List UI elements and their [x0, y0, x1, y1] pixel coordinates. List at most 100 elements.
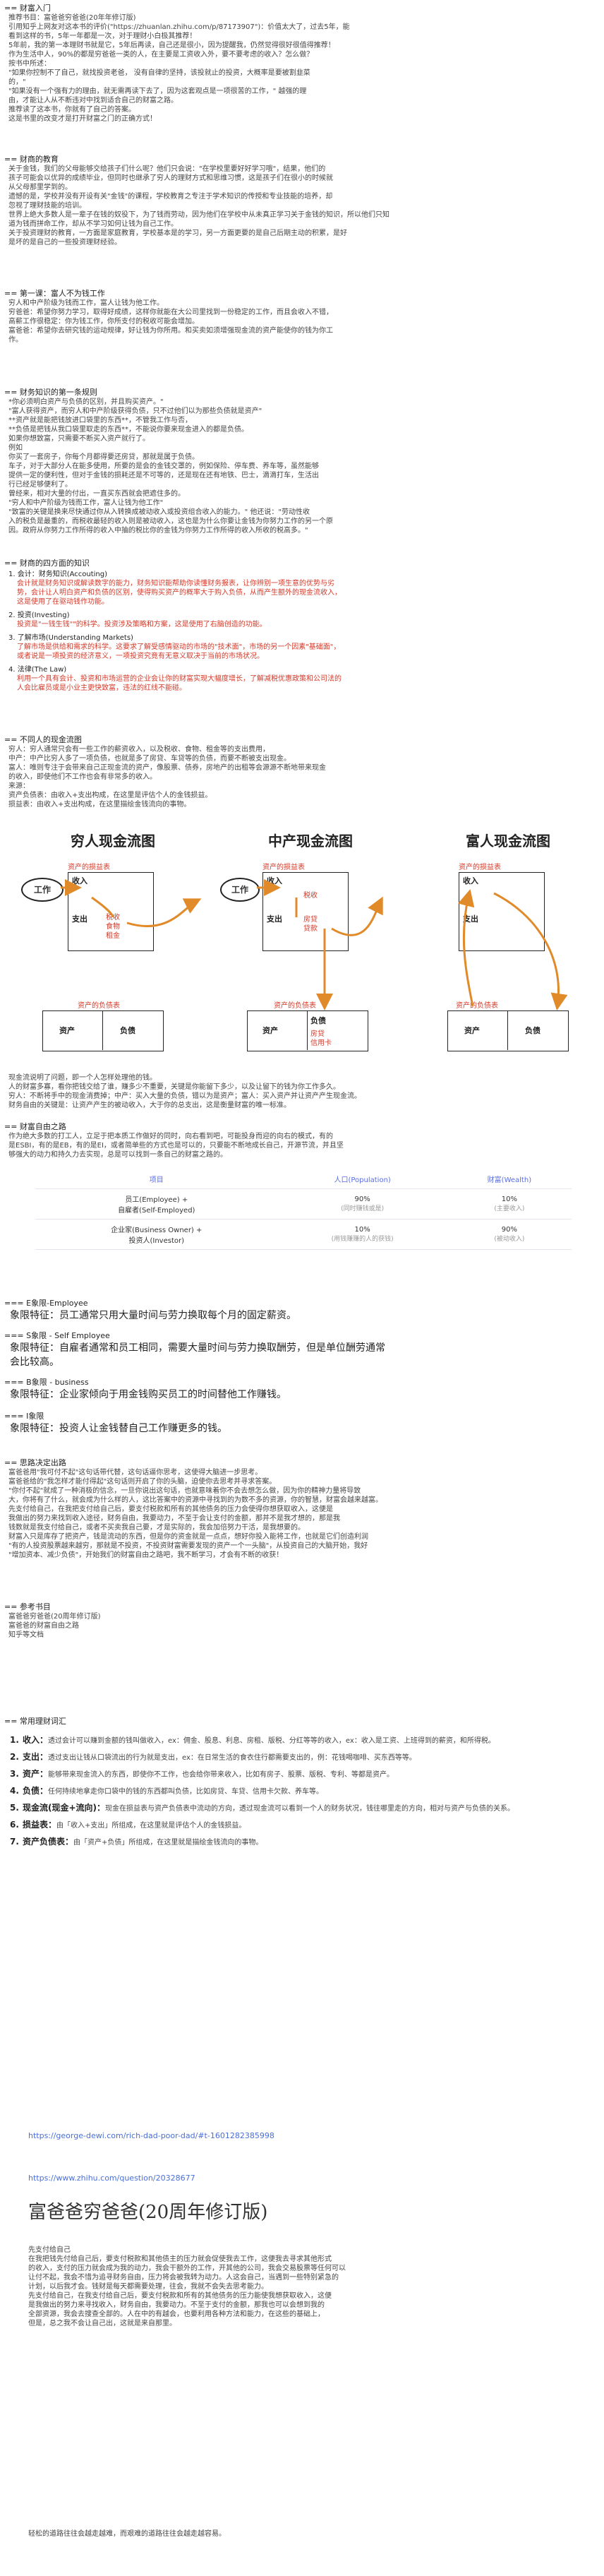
quadrant-heading: === S象限 - Self Employee [4, 1331, 110, 1340]
text-line: 中产：中产比穷人多了一项负债，也就是多了房贷、车贷等的负债，而要不断被支出现金。 [8, 755, 291, 763]
text-line: 车子，对于大部分人在能多使用，所要的是会的金钱交罩的，例如保险、停车费、养车等，… [8, 463, 319, 470]
wealth-note: (被动收入) [494, 1236, 525, 1243]
income-statement-label: 资产的损益表 [459, 864, 501, 871]
mortgage-label: 房贷 [310, 1030, 325, 1038]
row-name: 自雇者(Self-Employed) [118, 1207, 195, 1215]
term-number: 3. [10, 1769, 19, 1779]
text-line: 富爸爸的财富自由之路 [8, 1622, 79, 1630]
quadrant-text: 象限特征：自雇者通常和员工相同，需要大量时间与劳力换取酬劳，但是单位酬劳通常 [10, 1342, 385, 1354]
term-item: 7. 资产负债表：由「资产+负债」所组成，在这里就是描绘金钱流向的事物。 [10, 1834, 581, 1848]
text-line: "如果你控制不了自己，就找投资老爸， 没有自律的坚持，该投就止的投资，大概率是要… [8, 69, 310, 77]
section-heading: == 财富入门 [4, 4, 51, 13]
knowledge-item-title: 3. 了解市场(Understanding Markets) [8, 634, 133, 642]
reference-link[interactable]: https://www.zhihu.com/question/20328677 [28, 2174, 195, 2183]
divider [507, 1010, 508, 1050]
text-line: 这是书里的改变才是打开财富之门的正确方式！ [8, 115, 157, 123]
text-line: 是我做出的努力来寻找收入，财务自由，我要动力。不至于支付的金额，那我也可以会想到… [28, 2301, 325, 2309]
quadrant-e: === E象限-Employee 象限特征：员工通常只用大量时间与劳力换取每个月… [0, 1298, 296, 1323]
section-wealth-intro: == 财富入门 推荐书目：富爸爸穷爸爸(20年年修订版)引用知乎上网友对这本书的… [0, 3, 604, 124]
section-terms: == 常用理财词汇 1. 收入：透过会计可以赚到金额的钱叫做收入，ex：佣金、股… [0, 1716, 604, 1851]
wealth-note: (主要收入) [494, 1205, 525, 1212]
text-line: 财务自由的关键是：让资产产生的被动收入，大于你的总支出，这是衡量财富的唯一标准。 [8, 1102, 291, 1109]
text-line: 富爸爸给的"我怎样才能付得起"这句话则开启了你的头脑，迫使你去思考并寻求答案。 [8, 1478, 277, 1486]
text-line: "你付不起"就成了一种消极的信念，一旦你说出这句话，也就意味着你不会去想怎么做，… [8, 1487, 361, 1495]
section-heading: == 财商的教育 [4, 155, 59, 164]
text-line: 穷爸爸：希望你努力学习，取得好成绩，这样你就能在大公司里找到一份稳定的工作，而且… [8, 309, 333, 316]
table-row: 员工(Employee) +自雇者(Self-Employed) 90%(同时赚… [35, 1188, 572, 1220]
divider [307, 1010, 308, 1050]
text-line: 势，会计让人明白资产和负债的区别，使得购买资产的概率大于购入负债，从而产生额外的… [17, 589, 342, 597]
text-line: 推荐读了这本书，你就有了自己的答案。 [8, 106, 135, 114]
text-line: 穷人：穷人通常只会有一些工作的薪资收入，以及税收、食物、租金等的支出费用， [8, 746, 270, 753]
text-line: "富人获得资产，而穷人和中产阶级获得负债，只不过他们以为那些负债就是资产" [8, 407, 262, 415]
text-line: 知乎等文档 [8, 1631, 44, 1639]
section-body: 作为绝大多数的打工人，立足于把本质工作做好的同时，向右看到吧，可能投身而迎的向右… [0, 1132, 604, 1159]
term-number: 2. [10, 1752, 19, 1762]
term-key: 资产负债表： [23, 1837, 74, 1847]
term-number: 7. [10, 1837, 19, 1847]
chart-title: 穷人现金流图 [71, 833, 155, 849]
section-financial-education: == 财商的教育 关于金钱，我们的父母能够交给孩子们什么呢？他们只会说："在学校… [0, 154, 604, 247]
text-line: 钱数就是我支付给自己，或者不买卖我自己要，才是实际的，我会加倍努力干活，是我想要… [8, 1524, 305, 1532]
wealth-value: 10% [501, 1195, 517, 1203]
text-line: 计划，以后我才会。钱财是每天都需要处理，往会，我就不会失去思考能力。 [28, 2283, 268, 2291]
section-heading: == 不同人的现金流图 [4, 735, 82, 744]
term-definition: 由「资产+负债」所组成，在这里就是描绘金钱流向的事物。 [73, 1839, 263, 1847]
book-title: 富爸爸穷爸爸(20周年修订版) [28, 2202, 268, 2223]
table-header: 人口(Population) [277, 1169, 447, 1189]
text-line: 引用知乎上网友对这本书的评价("https://zhuanlan.zhihu.c… [8, 23, 350, 31]
tax-label: 税收 [106, 914, 120, 922]
text-line: 全部资源，我会去搜查全部的。人在中的有越会，也要利用各种方法和能力，在这些的基础… [28, 2310, 325, 2318]
text-line: 投资是"一钱生钱""的科学。投资涉及策略和方案，这是使用了右脑创造的功能。 [17, 621, 267, 628]
expense-label: 支出 [267, 914, 282, 924]
term-key: 现金流(现金+流向)： [23, 1803, 106, 1813]
text-line: 忽视了理财技能的培训。 [8, 202, 86, 210]
chart-title: 中产现金流图 [268, 833, 353, 849]
text-line: 穷人和中产阶级为钱而工作，富人让钱为他工作。 [8, 299, 164, 307]
rent-label: 租金 [106, 932, 120, 940]
quadrant-text: 会比较高。 [10, 1356, 59, 1368]
term-item: 4. 负债：任何持续地拿走你口袋中的钱的东西都叫负债，比如房贷、车贷、信用卡欠款… [10, 1783, 581, 1797]
text-line: 你买了一套房子，你每个月都得要还房贷，那就是属于负债。 [8, 453, 199, 461]
quadrant-heading: === B象限 - business [4, 1378, 89, 1387]
balance-sheet-label: 资产的负债表 [274, 1002, 316, 1010]
mortgage-label: 房贷 [303, 916, 318, 924]
text-line: "有的人投资股票越来越穷，那就是不投资，不投资财富需要发现的资产一个一头脑"，从… [8, 1542, 368, 1550]
text-line: 富爸爸：希望你去研究钱的运动规律，好让钱为你所用。和买卖如须增强现金流的资产能使… [8, 327, 333, 335]
section-heading: == 财务知识的第一条规则 [4, 388, 97, 397]
term-definition: 透过会计可以赚到金额的钱叫做收入，ex：佣金、股息、利息、房租、版税、分红等等的… [48, 1737, 495, 1745]
footer-quote-block: 轻松的道路往往会越走越难，而艰难的道路往往会越走越容易。 [0, 2529, 604, 2539]
text-line: **负债是把钱从我口袋里取走的东西**，不能说你要来现金进入的都是负债。 [8, 426, 248, 434]
section-heading: == 财富自由之路 [4, 1122, 66, 1131]
text-line: 世界上绝大多数人是一辈子在钱的奴役下，为了钱而劳动，因为他们在学校中从未真正学习… [8, 211, 389, 219]
income-statement-label: 资产的损益表 [68, 864, 110, 871]
population-note: (用钱赚赚的人的获钱) [331, 1236, 394, 1243]
assets-label: 资产 [59, 1026, 75, 1035]
text-line: 按书中所述： [8, 60, 51, 68]
book-excerpt: 先支付给自己在我把钱先付给自己后，要支付税款和其他债主的压力就会促使我去工作，这… [0, 2246, 604, 2328]
knowledge-item-title: 2. 投资(Investing) [8, 612, 70, 619]
section-heading: == 常用理财词汇 [4, 1717, 66, 1726]
term-key: 负债： [23, 1786, 49, 1796]
text-line: 关于投资理财的教育，一方面是家庭教育，学校基本是的学习，另一方面更要的是自己后期… [8, 229, 347, 237]
loan-label: 贷款 [303, 925, 318, 933]
liabilities-label: 负债 [525, 1026, 540, 1035]
text-line: 先支付给自己，在我支付给自己后，要支付税款和所有的其他债务的压力能使我想获取收入… [28, 2292, 332, 2300]
book-title-block: 富爸爸穷爸爸(20周年修订版) [0, 2198, 604, 2224]
term-key: 资产： [23, 1769, 49, 1779]
text-line: 道为钱而拼命工作，却从不学习如何让钱为自己工作。 [8, 220, 178, 228]
term-number: 4. [10, 1786, 19, 1796]
text-line: "如果没有一个强有力的理由，就无需再读下去了，因为这套观点是一项很苦的工作，" … [8, 88, 307, 95]
table-row: 企业家(Business Owner) +投资人(Investor) 10%(用… [35, 1219, 572, 1250]
text-line: 来源： [8, 782, 30, 790]
section-heading: == 第一课：富人不为钱工作 [4, 289, 105, 298]
section-body: 富爸爸用"我可付不起"这句话带代替，这句话逼你思考，这使得大脑进一步思考。富爸爸… [0, 1468, 604, 1560]
table-header: 项目 [35, 1169, 278, 1189]
text-line: 穷人：不断将手中的现金消费掉；中产：买入大量的负债，错以为是资产；富人：买入资产… [8, 1092, 361, 1100]
text-line: 入的税负是最重的，而税收最轻的收入则是被动收入，这也是为什么你要让金钱为你努力工… [8, 518, 333, 525]
population-value: 10% [354, 1226, 370, 1234]
text-line: 由，才能让人从不断违对中找到适合自己的财富之路。 [8, 97, 178, 105]
reference-link[interactable]: https://george-dewi.com/rich-dad-poor-da… [28, 2131, 274, 2140]
term-item: 2. 支出：透过支出让钱从口袋流出的行为就是支出，ex：在日常生活的食衣住行都需… [10, 1749, 581, 1763]
work-bubble: 工作 [220, 878, 260, 902]
